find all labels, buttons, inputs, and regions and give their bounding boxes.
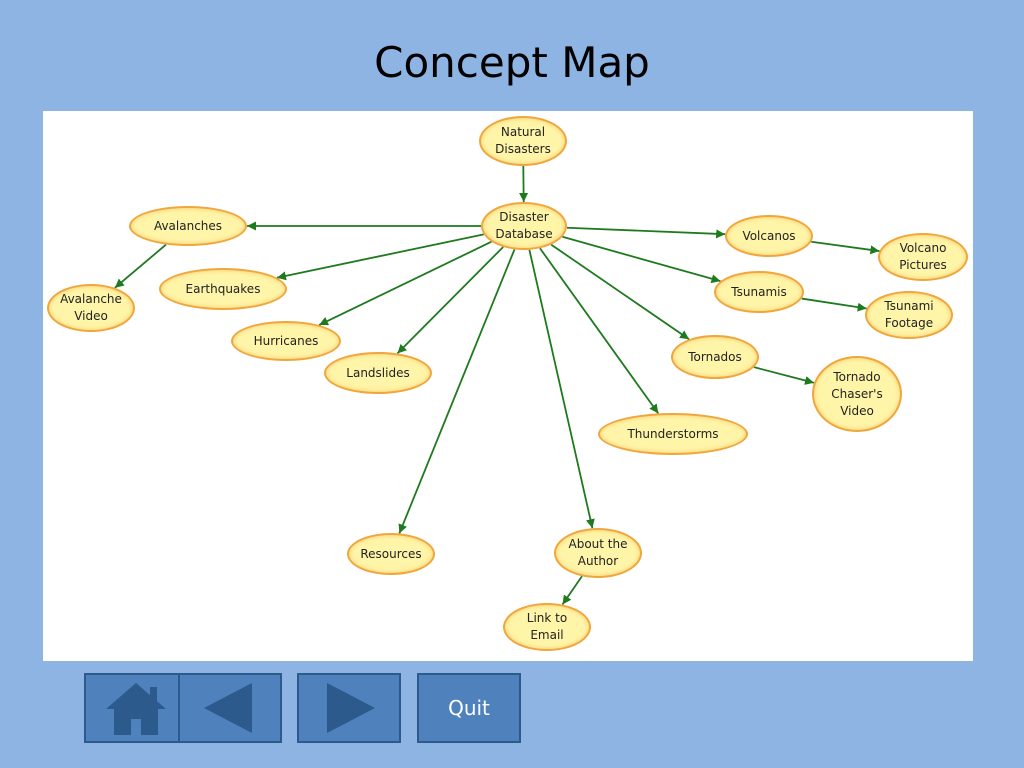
node-hurricanes: Hurricanes [231,321,341,361]
node-natural-disasters: Natural Disasters [479,116,567,166]
node-tornados: Tornados [671,335,759,379]
home-button[interactable] [84,673,188,743]
edge-tornados-to-tornado-chasers-video [753,366,815,385]
node-resources: Resources [347,533,435,575]
edge-disaster-database-to-hurricanes [318,240,492,326]
node-avalanche-video: Avalanche Video [47,284,135,332]
edge-avalanches-to-avalanche-video [114,243,167,289]
edge-disaster-database-to-resources [398,249,516,534]
node-tornado-chasers-video: Tornado Chaser's Video [812,356,902,432]
slide-title: Concept Map [374,38,650,87]
node-thunderstorms: Thunderstorms [598,413,748,455]
home-icon [106,683,166,735]
edge-disaster-database-to-thunderstorms [539,247,659,414]
forward-button[interactable] [297,673,401,743]
edge-disaster-database-to-volcanos [566,226,726,239]
left-arrow-icon [204,683,252,733]
edge-volcanos-to-volcano-pictures [811,240,880,255]
node-disaster-database: Disaster Database [481,202,567,250]
node-avalanches: Avalanches [129,206,247,246]
edge-disaster-database-to-landslides [396,246,504,355]
node-tsunami-footage: Tsunami Footage [865,291,953,339]
back-button[interactable] [178,673,282,743]
edge-about-the-author-to-link-to-email [561,575,583,606]
node-volcanos: Volcanos [725,215,813,257]
quit-label: Quit [448,696,490,720]
node-earthquakes: Earthquakes [159,268,287,310]
quit-button[interactable]: Quit [417,673,521,743]
node-link-to-email: Link to Email [503,603,591,651]
edge-disaster-database-to-about-the-author [528,249,595,529]
edge-disaster-database-to-tsunamis [562,235,721,284]
node-about-the-author: About the Author [554,528,642,578]
node-volcano-pictures: Volcano Pictures [878,233,968,281]
node-tsunamis: Tsunamis [714,271,804,313]
right-arrow-icon [327,683,375,733]
concept-map-edges [114,165,880,606]
edge-disaster-database-to-earthquakes [276,233,484,281]
edge-disaster-database-to-tornados [550,243,690,340]
node-landslides: Landslides [324,352,432,394]
edge-tsunamis-to-tsunami-footage [801,297,867,312]
